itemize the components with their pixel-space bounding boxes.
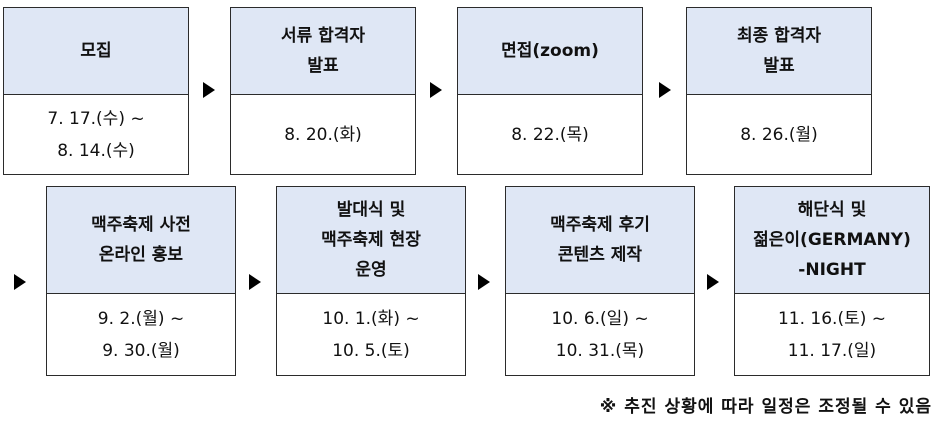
step-date: 10. 6.(일) ~ 10. 31.(목) <box>551 308 649 361</box>
step-title: 발대식 및 맥주축제 현장 운영 <box>277 187 465 294</box>
step-date: 8. 26.(월) <box>740 124 818 145</box>
step-title: 서류 합격자 발표 <box>231 8 415 95</box>
arrow-right-icon <box>249 274 261 290</box>
arrow-right-icon <box>203 82 215 98</box>
step-final-results: 최종 합격자 발표 8. 26.(월) <box>686 7 872 175</box>
step-recruitment: 모집 7. 17.(수) ~ 8. 14.(수) <box>3 7 189 175</box>
step-review-content: 맥주축제 후기 콘텐츠 제작 10. 6.(일) ~ 10. 31.(목) <box>505 186 695 376</box>
arrow-right-icon <box>659 82 671 98</box>
step-title: 최종 합격자 발표 <box>687 8 871 95</box>
step-closing-ceremony: 해단식 및 젊은이(GERMANY) -NIGHT 11. 16.(토) ~ 1… <box>734 186 930 376</box>
step-date: 10. 1.(화) ~ 10. 5.(토) <box>322 308 420 361</box>
step-date: 7. 17.(수) ~ 8. 14.(수) <box>47 108 145 161</box>
step-date: 8. 22.(목) <box>511 124 589 145</box>
step-date: 9. 2.(월) ~ 9. 30.(월) <box>97 308 185 361</box>
step-document-results: 서류 합격자 발표 8. 20.(화) <box>230 7 416 175</box>
step-title: 면접(zoom) <box>458 8 642 95</box>
schedule-note: ※ 추진 상황에 따라 일정은 조정될 수 있음 <box>599 397 932 417</box>
step-date: 11. 16.(토) ~ 11. 17.(일) <box>777 308 887 361</box>
step-launch-operation: 발대식 및 맥주축제 현장 운영 10. 1.(화) ~ 10. 5.(토) <box>276 186 466 376</box>
arrow-right-icon <box>14 274 26 290</box>
step-title: 해단식 및 젊은이(GERMANY) -NIGHT <box>735 187 929 294</box>
step-online-promotion: 맥주축제 사전 온라인 홍보 9. 2.(월) ~ 9. 30.(월) <box>46 186 236 376</box>
step-title: 맥주축제 후기 콘텐츠 제작 <box>506 187 694 294</box>
step-interview: 면접(zoom) 8. 22.(목) <box>457 7 643 175</box>
arrow-right-icon <box>430 82 442 98</box>
arrow-right-icon <box>707 274 719 290</box>
arrow-right-icon <box>478 274 490 290</box>
step-date: 8. 20.(화) <box>284 124 362 145</box>
step-title: 모집 <box>4 8 188 95</box>
step-title: 맥주축제 사전 온라인 홍보 <box>47 187 235 294</box>
